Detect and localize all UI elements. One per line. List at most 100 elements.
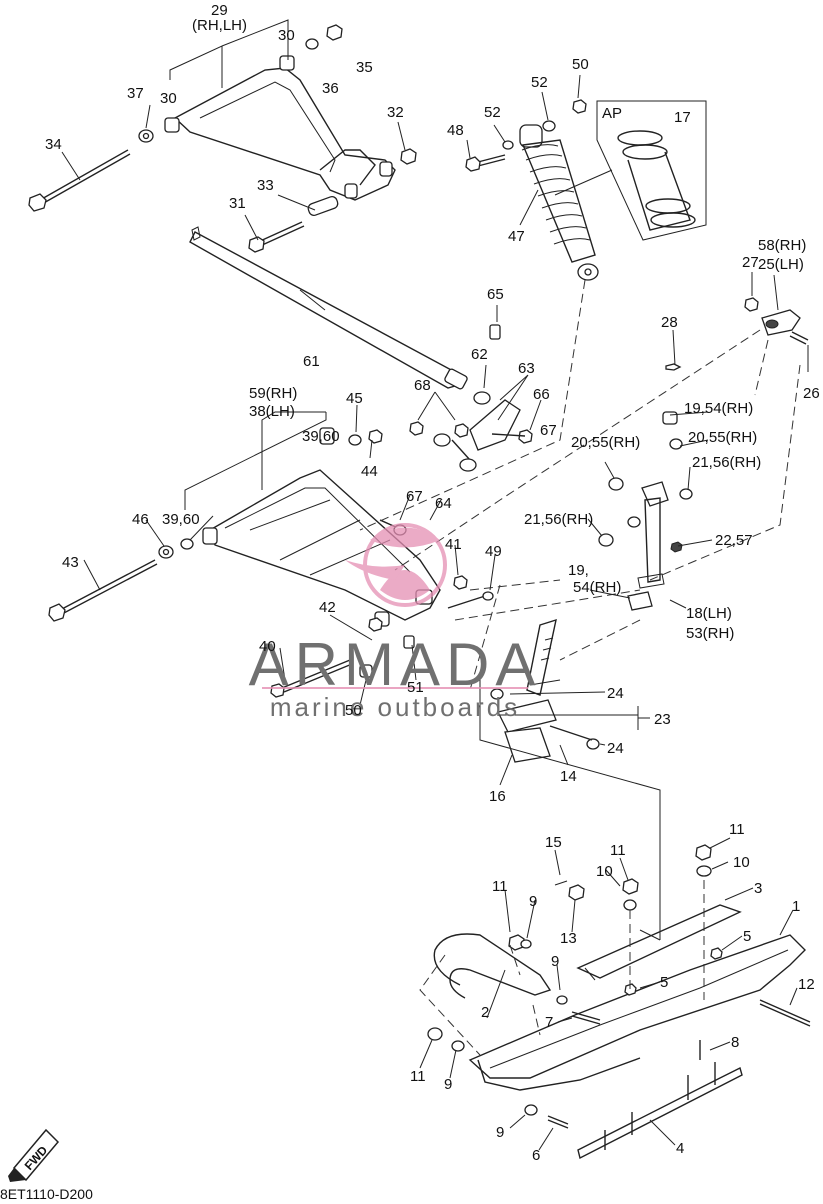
callout-40: 40: [259, 638, 276, 655]
callout-35: 35: [356, 59, 373, 76]
callout-19-54-upper: 19,54(RH): [684, 400, 753, 417]
callout-51: 51: [407, 679, 424, 696]
callout-10-right: 10: [733, 854, 750, 871]
stabilizer-bar-61: [189, 226, 468, 390]
callout-12: 12: [798, 976, 815, 993]
upper-arm-hardware: [28, 24, 417, 253]
spindle-18-53: [598, 363, 693, 611]
ap-label: AP: [602, 105, 622, 122]
callout-65: 65: [487, 286, 504, 303]
callout-19-54-lower-a: 19,: [568, 562, 589, 579]
callout-6: 6: [532, 1147, 540, 1164]
callout-53-rh: 53(RH): [686, 625, 734, 642]
parts-drawing: [28, 19, 811, 1160]
callout-numbers: 29 (RH,LH) 30 30 35 36 37 34 32 33 31 61…: [45, 2, 820, 1164]
callout-45: 45: [346, 390, 363, 407]
callout-11-top-right: 11: [729, 821, 745, 838]
callout-67-lower: 67: [406, 488, 423, 505]
callout-9-bottom: 9: [444, 1076, 452, 1093]
callout-43: 43: [62, 554, 79, 571]
callout-24-lower: 24: [607, 740, 624, 757]
callout-4: 4: [676, 1140, 684, 1157]
callout-59-rh: 59(RH): [249, 385, 297, 402]
callout-2: 2: [481, 1004, 489, 1021]
callout-66: 66: [533, 386, 550, 403]
callout-29-side: (RH,LH): [192, 17, 247, 34]
callout-5-right: 5: [743, 928, 751, 945]
callout-11-left: 11: [492, 878, 508, 895]
callout-37: 37: [127, 85, 144, 102]
fwd-badge: FWD: [8, 1128, 60, 1182]
callout-18-lh: 18(LH): [686, 605, 732, 622]
callout-50-shock: 50: [572, 56, 589, 73]
callout-61: 61: [303, 353, 320, 370]
callout-32: 32: [387, 104, 404, 121]
callout-1: 1: [792, 898, 800, 915]
callout-58-rh: 58(RH): [758, 237, 806, 254]
callout-34: 34: [45, 136, 62, 153]
callout-20-55-left: 20,55(RH): [571, 434, 640, 451]
callout-13: 13: [560, 930, 577, 947]
leader-lines: [61, 19, 809, 1151]
callout-50-lower: 50: [345, 702, 362, 719]
callout-68: 68: [414, 377, 431, 394]
callout-44: 44: [361, 463, 378, 480]
callout-9-lower: 9: [496, 1124, 504, 1141]
watermark-brand: ARMADA: [249, 631, 542, 698]
callout-52-left: 52: [484, 104, 501, 121]
diagram-code: 8ET1110-D200: [0, 1186, 93, 1202]
armada-logo: [345, 523, 447, 607]
callout-8: 8: [731, 1034, 739, 1051]
callout-38-lh: 38(LH): [249, 403, 295, 420]
callout-16: 16: [489, 788, 506, 805]
callout-23: 23: [654, 711, 671, 728]
steering-arm-58-25: [744, 297, 809, 345]
callout-39-60-lower: 39,60: [162, 511, 200, 528]
callout-15: 15: [545, 834, 562, 851]
callout-36: 36: [322, 80, 339, 97]
watermark: ARMADA marine outboards: [249, 523, 542, 722]
watermark-tagline: marine outboards: [270, 692, 520, 722]
callout-52-right: 52: [531, 74, 548, 91]
callout-17: 17: [674, 109, 691, 126]
callout-3: 3: [754, 880, 762, 897]
callout-28: 28: [661, 314, 678, 331]
callout-11-bottom: 11: [410, 1068, 426, 1085]
callout-25-lh: 25(LH): [758, 256, 804, 273]
callout-63: 63: [518, 360, 535, 377]
callout-46: 46: [132, 511, 149, 528]
callout-67-upper: 67: [540, 422, 557, 439]
callout-33: 33: [257, 177, 274, 194]
callout-21-56-left: 21,56(RH): [524, 511, 593, 528]
callout-39-60-upper: 39,60: [302, 428, 340, 445]
callout-9-left: 9: [529, 893, 537, 910]
upper-arm-29: [164, 55, 396, 201]
shock-absorber-47: [465, 99, 599, 281]
callout-41: 41: [445, 536, 462, 553]
callout-10-center: 10: [596, 863, 613, 880]
callout-42: 42: [319, 599, 336, 616]
callout-27: 27: [742, 254, 759, 271]
ski-assembly: [427, 844, 811, 1160]
callout-5-center: 5: [660, 974, 668, 991]
callout-47: 47: [508, 228, 525, 245]
callout-64: 64: [435, 495, 452, 512]
callout-62: 62: [471, 346, 488, 363]
callout-14: 14: [560, 768, 577, 785]
callout-7: 7: [545, 1014, 553, 1031]
callout-30-upper-front: 30: [160, 90, 177, 107]
callout-49: 49: [485, 543, 502, 560]
assembly-reference-lines: [359, 279, 801, 1056]
callout-31: 31: [229, 195, 246, 212]
callout-19-54-lower-b: 54(RH): [573, 579, 621, 596]
stabilizer-links: [379, 324, 533, 609]
callout-26: 26: [803, 385, 820, 402]
callout-30-upper-rear: 30: [278, 27, 295, 44]
callout-24-upper: 24: [607, 685, 624, 702]
callout-48: 48: [447, 122, 464, 139]
callout-9-center: 9: [551, 953, 559, 970]
callout-21-56-right: 21,56(RH): [692, 454, 761, 471]
callout-11-center: 11: [610, 842, 626, 859]
callout-20-55-right: 20,55(RH): [688, 429, 757, 446]
